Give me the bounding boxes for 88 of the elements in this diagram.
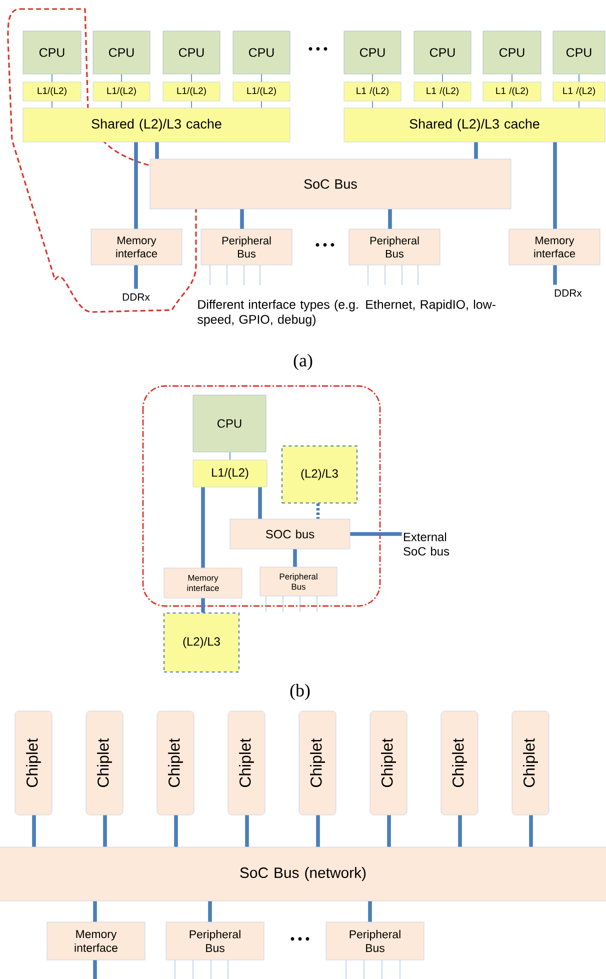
chiplet-box: Chiplet	[14, 710, 52, 816]
cpu-box: CPU	[552, 30, 606, 74]
cache-box: (L2)/L3	[282, 446, 358, 504]
bus-box: Peripheral Bus	[348, 228, 440, 266]
cache-box: (L2)/L3	[164, 612, 240, 672]
connector-line	[578, 74, 580, 82]
bus-box: Peripheral Bus	[326, 922, 424, 960]
connector-line	[32, 815, 36, 847]
connector-line	[442, 100, 443, 108]
connector-line	[553, 265, 557, 285]
interface-box: Memory interface	[90, 228, 182, 266]
bus-box: Peripheral Bus	[200, 228, 292, 266]
cache-box: L1/(L2)	[162, 82, 220, 102]
connector-line	[258, 487, 262, 519]
connector-line	[208, 901, 212, 922]
bus-box: SOC bus	[230, 518, 350, 550]
cache-box: L1 /(L2)	[414, 82, 472, 102]
connector-line	[261, 100, 262, 108]
panel-label: (b)	[290, 684, 310, 700]
cpu-box: CPU	[482, 30, 542, 74]
connector-line	[245, 815, 249, 847]
interface-label: DDRx	[122, 293, 150, 301]
bus-label: External SoC bus	[404, 532, 450, 556]
bus-box: Peripheral Bus	[166, 922, 264, 960]
bus-box: SoC Bus	[150, 158, 512, 210]
connector-line	[201, 598, 205, 612]
connector-line	[529, 815, 533, 847]
connector-line	[350, 532, 402, 536]
chiplet-box: Chiplet	[86, 710, 124, 816]
connector-line	[261, 74, 262, 82]
cache-box: L1/(L2)	[22, 82, 82, 102]
connector-line	[387, 815, 391, 847]
connector-line	[174, 815, 178, 847]
chiplet-box: Chiplet	[512, 710, 550, 816]
connector-line	[316, 504, 320, 519]
connector-line	[134, 142, 138, 229]
connector-line	[155, 142, 159, 159]
chiplet-box: Chiplet	[298, 710, 336, 816]
chiplet-box: Chiplet	[156, 710, 194, 816]
connector-line	[316, 815, 320, 847]
cpu-box: CPU	[344, 30, 402, 74]
cpu-box: CPU	[232, 30, 290, 74]
cpu-box: CPU	[22, 30, 82, 74]
cache-box: L1 /(L2)	[344, 82, 402, 102]
panel-label: (a)	[294, 354, 312, 370]
cache-box: L1/(L2)	[232, 82, 290, 102]
cache-box: L1 /(L2)	[552, 82, 606, 102]
connector-line	[134, 265, 138, 289]
connector-line	[368, 901, 372, 922]
connector-line	[293, 549, 297, 567]
cpu-box: CPU	[92, 30, 150, 74]
cache-box: L1/(L2)	[92, 82, 150, 102]
connector-line	[372, 74, 373, 82]
connector-line	[191, 74, 192, 82]
ellipsis-dots: • • •	[308, 47, 328, 51]
ellipsis-dots: • • •	[316, 243, 334, 247]
connector-line	[458, 815, 462, 847]
connector-line	[578, 100, 580, 108]
chiplet-box: Chiplet	[440, 710, 478, 816]
cpu-box: CPU	[414, 30, 472, 74]
connector-line	[201, 487, 205, 568]
connector-line	[121, 100, 122, 108]
interface-box: Memory interface	[164, 568, 242, 598]
chiplet-box: Chiplet	[228, 710, 266, 816]
cpu-box: CPU	[192, 394, 266, 452]
bus-box: Peripheral Bus	[260, 566, 338, 596]
connector-line	[388, 209, 392, 229]
connector-line	[474, 142, 478, 159]
cache-box: Shared (L2)/L3 cache	[344, 108, 606, 142]
connector-line	[191, 100, 192, 108]
cpu-box: CPU	[162, 30, 220, 74]
connector-line	[240, 209, 244, 229]
ellipsis-dots: • • •	[290, 937, 310, 941]
cache-box: Shared (L2)/L3 cache	[22, 108, 290, 142]
connector-line	[93, 901, 97, 922]
interface-label: DDRx	[554, 289, 582, 297]
note-text: Different interface types (e.g. Ethernet, RapidIO, low-speed, GPIO, debug)	[198, 300, 496, 326]
interface-box: Memory interface	[508, 228, 600, 266]
chiplet-box: Chiplet	[370, 710, 408, 816]
connector-line	[442, 74, 443, 82]
connector-line	[372, 100, 373, 108]
cache-box: L1 /(L2)	[482, 82, 542, 102]
cache-box: L1/(L2)	[192, 460, 268, 488]
connector-line	[553, 142, 557, 229]
connector-line	[121, 74, 122, 82]
connector-line	[103, 815, 107, 847]
bus-box: SoC Bus (network)	[0, 846, 606, 902]
interface-box: Memory interface	[46, 922, 146, 960]
